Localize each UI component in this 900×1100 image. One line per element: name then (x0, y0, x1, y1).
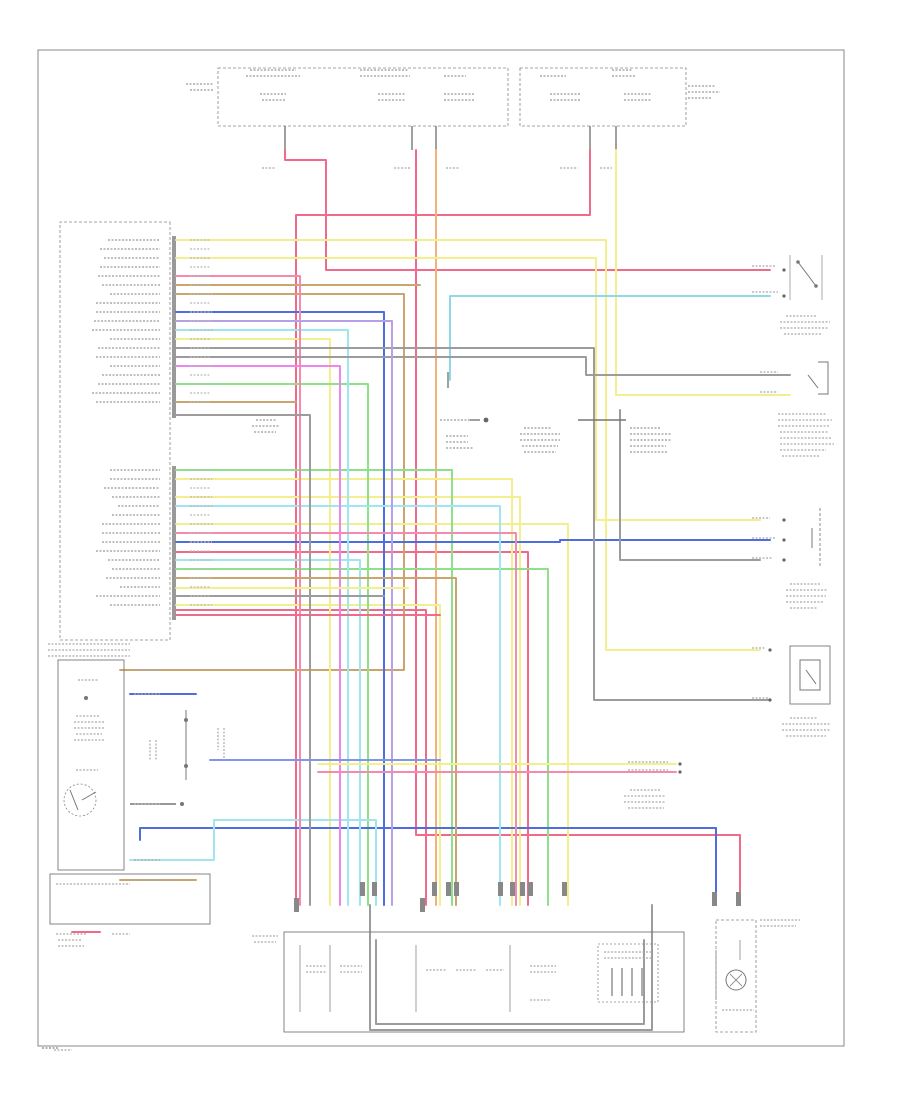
wire-tan-4 (175, 577, 457, 906)
vertical-switch-component (149, 710, 225, 780)
ecm-module-box (57, 659, 125, 871)
transmission-pins (611, 968, 643, 996)
wire-yellow-6 (175, 604, 441, 906)
wire-gray-3 (619, 409, 761, 561)
wire-gray-2 (175, 356, 791, 376)
right-labels-1 (780, 315, 830, 335)
wire-cyan-3 (129, 819, 377, 906)
right-speed-sensor (789, 645, 831, 705)
ecm-module-labels (48, 643, 130, 771)
wire-green-2 (175, 383, 369, 906)
center-labels (252, 419, 672, 453)
bottom-connector-tabs (294, 882, 741, 912)
brake-switch-labels (54, 883, 130, 1051)
wire-yellow-1 (175, 239, 761, 651)
wire-yellow-7 (175, 523, 569, 906)
wire-red-2 (415, 149, 741, 901)
right-sensor-bracket (807, 361, 829, 395)
lamp-labels (722, 919, 800, 1011)
diagram-frame (37, 49, 845, 1047)
right-relay-switch (789, 255, 823, 300)
wire-cyan-4 (175, 329, 349, 906)
fuse-terminals (284, 126, 617, 150)
wire-tan-1 (119, 293, 405, 671)
wire-pink-2 (175, 532, 517, 906)
wire-yellow-8 (175, 338, 331, 906)
wire-blue-2 (175, 311, 385, 906)
right-labels-2 (778, 413, 834, 457)
wire-red-1 (284, 149, 771, 271)
connector-terminal-markers (678, 268, 786, 774)
splice-dot (483, 417, 489, 423)
ecm-connector-outline (59, 221, 171, 641)
wire-gray-7 (375, 939, 645, 1025)
wire-cyan-1 (175, 559, 361, 906)
wire-tag-labels (134, 167, 778, 881)
right-labels-4 (782, 717, 830, 737)
wire-yellow-3 (175, 257, 761, 521)
fuse-box-labels (186, 69, 720, 101)
connector-pins (172, 236, 176, 620)
wire-green-1 (175, 469, 453, 906)
wire-gray-1 (175, 347, 771, 701)
right-pot-sensor (811, 508, 821, 568)
wire-magenta-1 (175, 365, 341, 906)
pin-wire-tags (190, 239, 214, 606)
center-right-labels (624, 789, 666, 809)
fuse-box-right (519, 67, 687, 127)
pin-label-group-upper (92, 239, 160, 403)
wire-gray-4 (175, 414, 311, 906)
wire-blue-1 (175, 539, 771, 543)
wire-yellow-5 (175, 496, 521, 906)
transmission-labels (252, 935, 652, 1001)
wire-purple-1 (175, 320, 393, 906)
wire-red-4 (175, 551, 529, 906)
pin-label-group-lower (96, 469, 160, 606)
transmission-inner-dividers (299, 943, 659, 1012)
lamp-component (715, 919, 757, 1033)
wire-lightblue-1 (449, 295, 771, 381)
wire-pink-1 (175, 275, 301, 906)
wire-gray-6 (369, 904, 653, 1031)
ecm-internal-switch (63, 696, 97, 817)
fuse-box-left (217, 67, 509, 127)
right-labels-3 (786, 583, 828, 609)
brake-switch-box (49, 873, 211, 925)
wire-yellow-2 (615, 149, 791, 396)
wire-blue-3 (139, 827, 717, 901)
splice-junctions (447, 372, 626, 421)
wire-green-3 (175, 568, 549, 906)
transmission-box (283, 931, 685, 1033)
wire-red-5 (175, 609, 427, 906)
